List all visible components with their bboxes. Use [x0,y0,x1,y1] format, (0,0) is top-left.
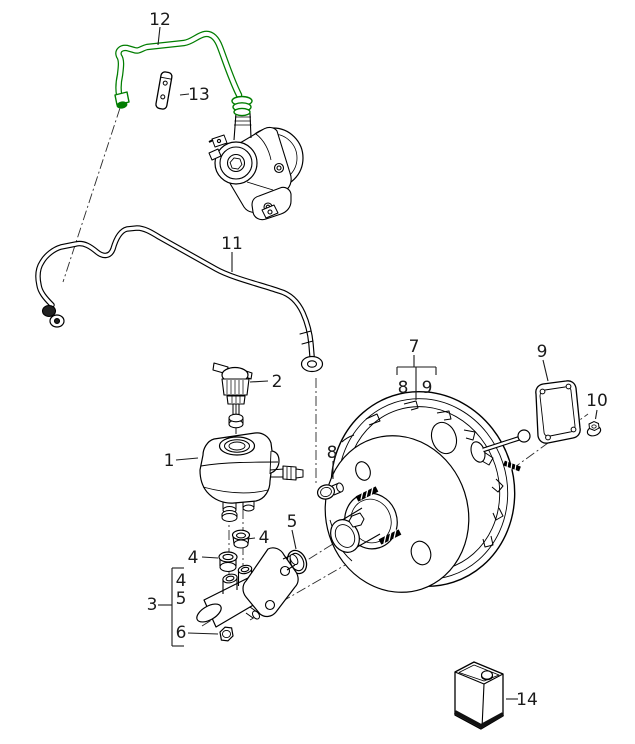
sealing-grommets-4 [218,529,251,573]
can-bottom-band [454,710,504,728]
center-lines [62,107,589,627]
leader-13 [179,93,190,96]
vacuum-hose-12-core [116,31,241,104]
leader-lines [157,26,598,700]
pushrod-ball-end [517,429,531,443]
retaining-clip-13 [155,71,173,110]
gasket-9 [535,380,581,444]
callout-8-bolt-label: 8 [327,443,338,463]
mc-flange-hole-upper [279,565,291,577]
hose-fitting-rib-3 [233,107,251,117]
mc-reservoir-ports [222,564,253,594]
reservoir-side-port [269,468,285,478]
grommet-lower [218,551,238,563]
reservoir-body [199,432,280,504]
callout-3-label: 3 [147,595,158,615]
callout-2-label: 2 [272,372,283,392]
nut-10 [586,420,602,437]
callout-11-label: 11 [221,234,243,254]
gasket-outer [535,380,581,444]
reservoir-bottom-ports [221,501,255,522]
callout-4-group-label: 4 [176,571,187,591]
callout-14-label: 14 [516,690,538,710]
callout-labels: 12 13 11 2 1 7 8 9 9 10 8 5 4 4 4 5 3 6 … [147,10,608,710]
callout-12-label: 12 [149,10,171,30]
leader-9-gasket [542,359,549,382]
fluid-reservoir-1 [199,432,304,522]
callout-1-label: 1 [164,451,175,471]
cap-skirt [221,378,250,396]
can-cap [480,670,494,680]
booster-rear-stud [503,460,521,472]
booster-stud-upper [355,486,379,502]
callout-4-upper-label: 4 [259,528,270,548]
nut-6 [219,626,234,642]
mc-end-cap [196,603,222,623]
booster-face-hole-large [430,421,458,455]
leader-5-oring [291,529,297,550]
callout-13-label: 13 [188,85,210,105]
callout-7-label: 7 [409,337,420,357]
bracket-7-8-9 [396,355,437,400]
bracket-3-group [158,567,184,647]
leader-4-upper [246,537,256,540]
grommet-upper [231,529,251,541]
leader-6 [187,632,219,635]
cap-float-pin [228,413,244,423]
reservoir-cap-2 [212,362,253,434]
callout-8-bracket-label: 8 [398,378,409,398]
centerline-hose-to-pipe [62,107,121,283]
mounting-bolt-8 [316,482,344,500]
leader-2 [249,380,269,383]
vacuum-line-11-core [36,226,314,358]
leader-12 [157,26,161,46]
leader-1 [175,457,199,461]
fluid-can-14 [454,661,504,730]
vacuum-hose-12 [114,30,253,117]
hose-end-tip [116,101,128,109]
leader-10 [594,409,598,420]
callout-5-group-label: 5 [176,589,187,609]
callout-6-label: 6 [176,623,187,643]
mc-flange [242,547,299,618]
mc-flange-hole-lower [264,599,276,611]
master-cylinder-3 [196,547,299,628]
centerline-master-cylinder-axis [201,531,353,627]
brake-booster-7 [324,390,531,593]
callout-5-oring-label: 5 [287,512,298,532]
callout-9-bracket-label: 9 [422,378,433,398]
booster-face-hole-lower [410,540,432,566]
hose-end-cuff [114,91,130,106]
booster-face-hole-small [355,461,371,481]
vacuum-line-11 [35,225,324,373]
vacuum-pump [208,112,304,221]
callout-10-label: 10 [586,391,608,411]
booster-stud-lower [378,529,402,545]
leader-4-lower [201,556,219,559]
callout-9-gasket-label: 9 [537,342,548,362]
callout-4-lower-label: 4 [188,548,199,568]
